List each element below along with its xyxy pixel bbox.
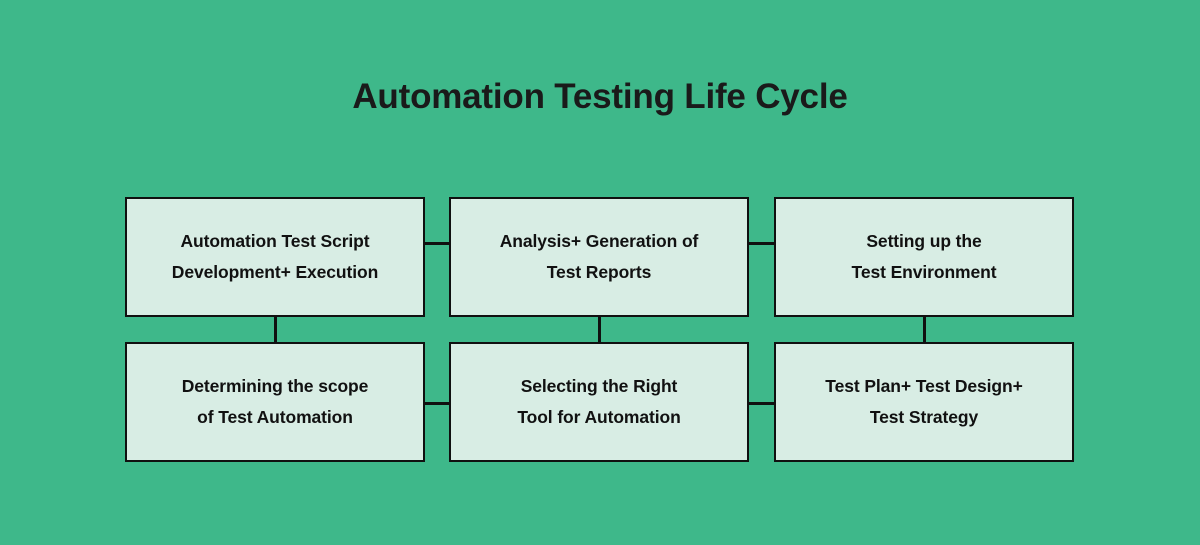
flow-box-test-plan-design-strategy[interactable]: Test Plan+ Test Design+ Test Strategy <box>774 342 1074 462</box>
flow-box-line-2: Tool for Automation <box>517 407 681 427</box>
flow-box-line-2: Development+ Execution <box>171 262 379 282</box>
flow-box-line-2: Test Strategy <box>869 407 979 427</box>
flow-box-line-1: Selecting the Right <box>520 376 678 396</box>
connector-box1-box4 <box>274 315 277 344</box>
flow-box-selecting-the-right-tool[interactable]: Selecting the Right Tool for Automation <box>449 342 749 462</box>
connector-box3-box6 <box>923 315 926 344</box>
flow-box-determining-the-scope[interactable]: Determining the scope of Test Automation <box>125 342 425 462</box>
connector-box2-box5 <box>598 315 601 344</box>
flow-box-automation-test-script[interactable]: Automation Test Script Development+ Exec… <box>125 197 425 317</box>
connector-box4-box5 <box>423 402 451 405</box>
flow-box-analysis-generation-of-test-reports[interactable]: Analysis+ Generation of Test Reports <box>449 197 749 317</box>
connector-box1-box2 <box>423 242 451 245</box>
flow-box-line-1: Setting up the <box>866 231 982 251</box>
flow-box-line-1: Automation Test Script <box>180 231 370 251</box>
flow-box-line-2: of Test Automation <box>197 407 353 427</box>
page-title: Automation Testing Life Cycle <box>352 77 848 116</box>
flow-box-line-1: Determining the scope <box>181 376 369 396</box>
flow-box-line-1: Test Plan+ Test Design+ <box>825 376 1023 396</box>
flow-box-line-1: Analysis+ Generation of <box>499 231 699 251</box>
flow-box-line-2: Test Environment <box>851 262 997 282</box>
connector-box5-box6 <box>747 402 776 405</box>
connector-box2-box3 <box>747 242 776 245</box>
flow-box-line-2: Test Reports <box>546 262 652 282</box>
flow-box-setting-up-the-test-environment[interactable]: Setting up the Test Environment <box>774 197 1074 317</box>
